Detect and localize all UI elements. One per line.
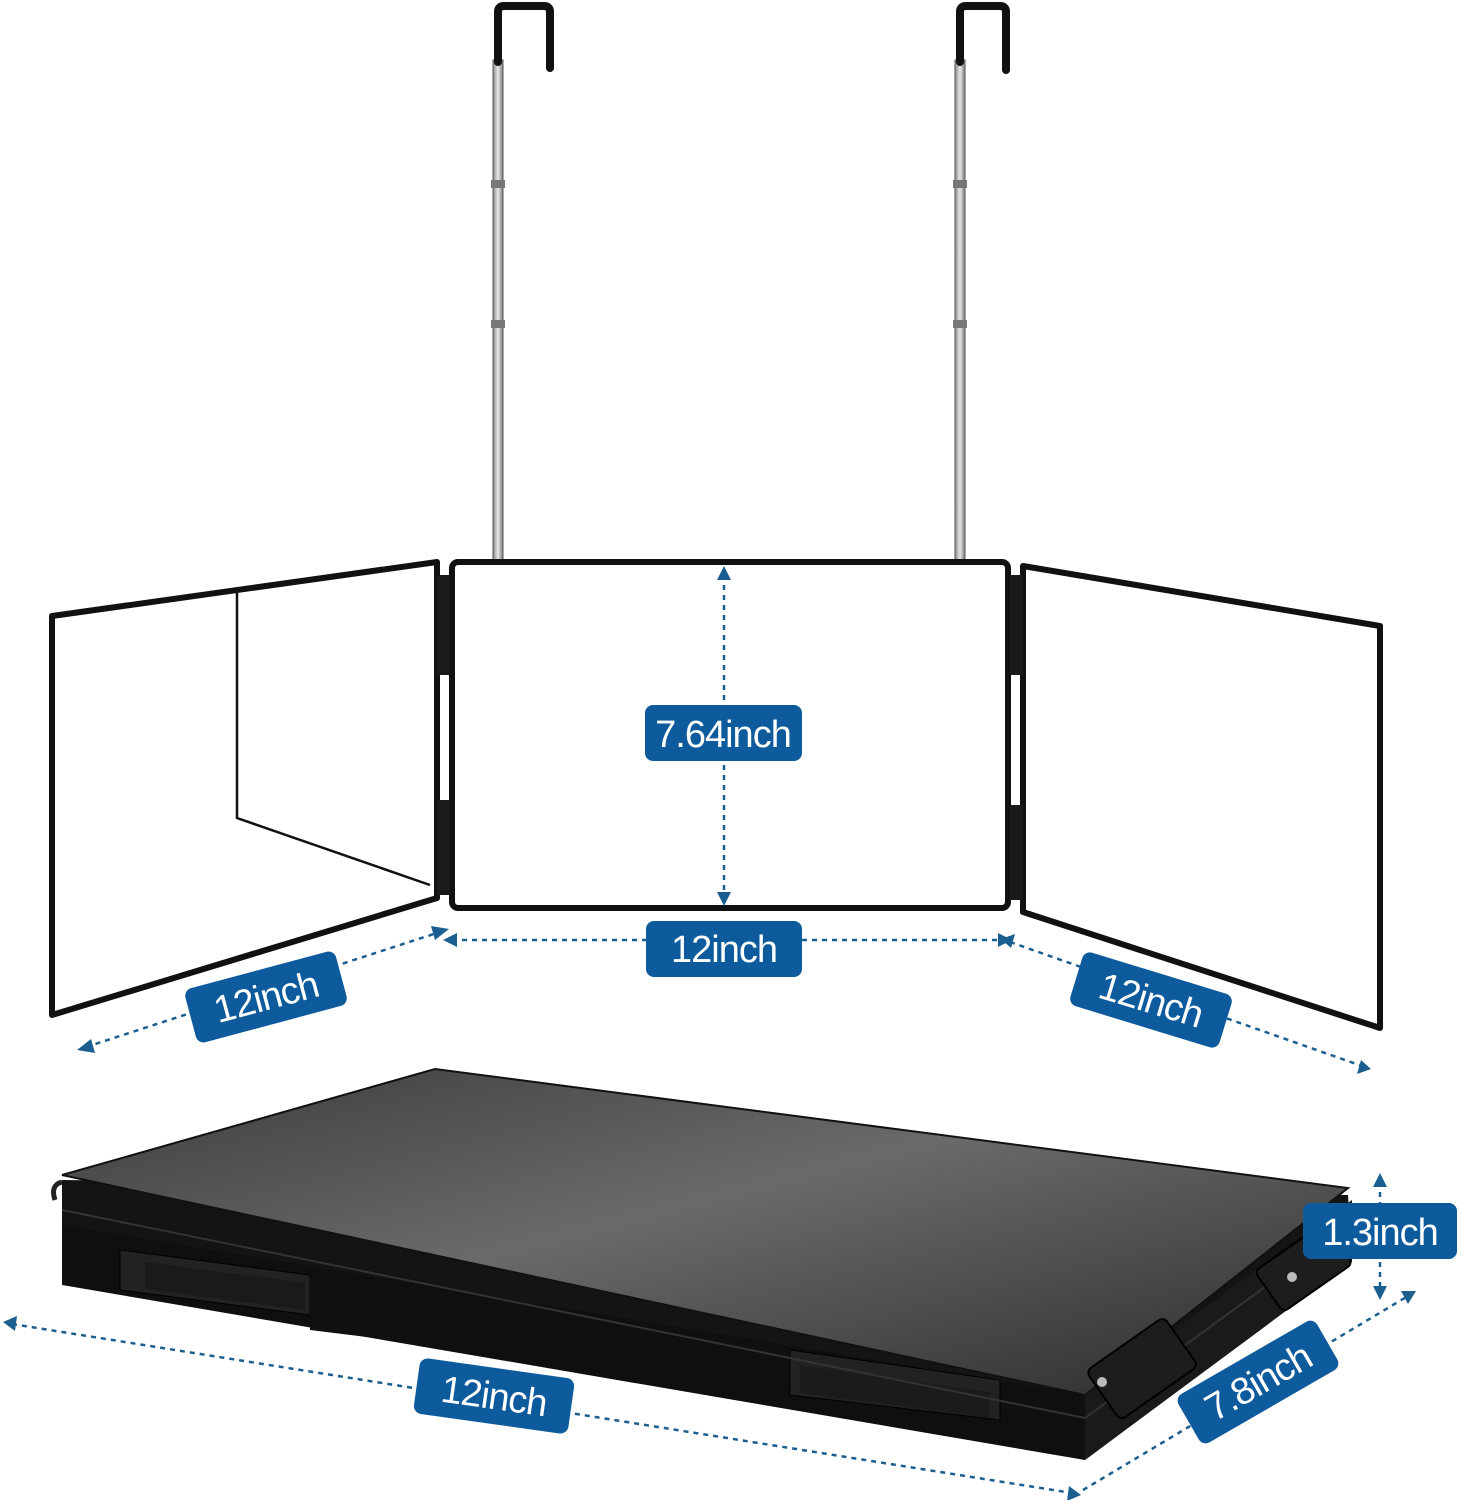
folded-thickness-dimension: 1.3inch bbox=[1303, 1173, 1457, 1300]
left-mirror-panel bbox=[49, 559, 440, 1018]
left-hanging-rod bbox=[491, 2, 554, 561]
folded-length-dimension: 12inch bbox=[3, 1316, 1081, 1500]
center-height-dimension: 7.64inch bbox=[645, 566, 802, 906]
right-mirror-panel bbox=[1020, 563, 1383, 1031]
case-hinge-front bbox=[1087, 1318, 1197, 1420]
case-clip bbox=[51, 1179, 63, 1201]
left-hinge bbox=[437, 575, 450, 895]
folded-thickness-label: 1.3inch bbox=[1322, 1212, 1438, 1254]
folded-mirror-case: 1.3inch 12inch 7.8inch bbox=[3, 1067, 1457, 1500]
center-height-label: 7.64inch bbox=[655, 714, 791, 756]
center-width-dimension: 12inch bbox=[443, 921, 1012, 977]
unfolded-mirror: 7.64inch 12inch 12inch bbox=[49, 2, 1383, 1074]
right-hinge bbox=[1010, 575, 1023, 900]
center-width-label: 12inch bbox=[671, 929, 777, 971]
right-hanging-rod bbox=[953, 2, 1010, 561]
